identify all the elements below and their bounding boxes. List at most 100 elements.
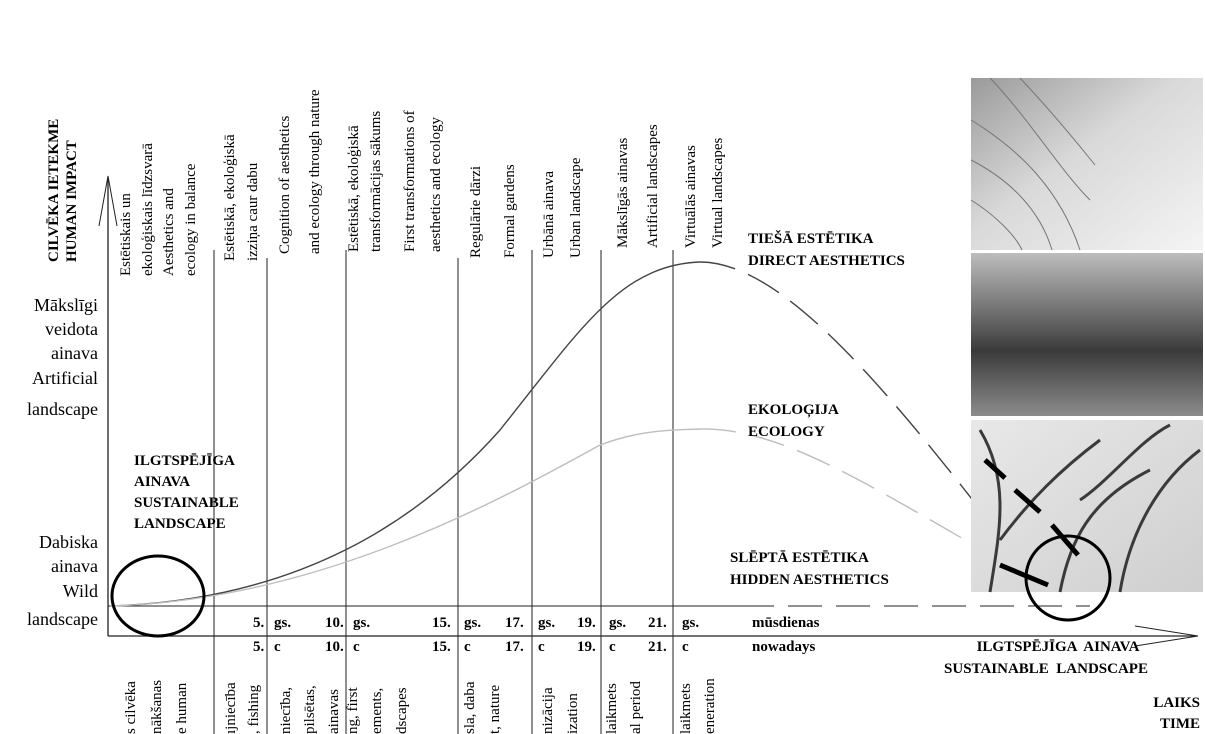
sustainable-start-4: LANDSCAPE (134, 516, 226, 532)
x-axis-label-en: TIME (1160, 716, 1200, 732)
era-bottom-2-l1: ıjniecība (223, 682, 239, 734)
era-bottom-6-l1: nizācija (540, 687, 556, 734)
hidden-label-lv: SLĒPTĀ ESTĒTIKA (730, 550, 869, 566)
era-top-3-l1: Estētiskā, ekoloģiskā (346, 125, 362, 252)
era-top-4-l2: Formal gardens (502, 164, 518, 258)
y-level-artificial-3: ainava (51, 343, 98, 363)
era-bottom-3-l3: ainavas (326, 689, 342, 734)
century-5-lv: gs. (609, 615, 626, 631)
dash-2 (1013, 488, 1042, 514)
ecology-curve-dashed (699, 428, 1001, 561)
direct-label-en: DIRECT AESTHETICS (748, 253, 905, 269)
era-bottom-7-l2: al period (628, 681, 644, 734)
era-top-1-l3: Aesthetics and (161, 188, 177, 276)
era-bottom-7-l1: laikmets (604, 683, 620, 734)
dash-3 (1050, 523, 1080, 557)
era-bottom-6-l2: ization (565, 693, 581, 734)
curve-labels: TIEŠĀ ESTĒTIKA DIRECT AESTHETICS EKOLOĢI… (730, 230, 905, 588)
era-top-3-l3: First transformations of (402, 110, 418, 252)
era-bottom-4-l3: dscapes (394, 687, 410, 734)
y-level-artificial-4: Artificial (32, 368, 98, 388)
direct-label-lv: TIEŠĀ ESTĒTIKA (748, 230, 874, 247)
era-labels-top: Estētiskais un ekoloģiskais līdzsvarā Ae… (118, 89, 726, 276)
x-axis-arrow (1134, 625, 1199, 647)
era-bottom-1-l3: e human (174, 682, 190, 734)
present-lv: mūsdienas (752, 615, 820, 631)
century-1-lv: gs. (274, 615, 291, 631)
y-level-wild-3: Wild (63, 581, 98, 601)
era-top-1-l2: ekoloģiskais līdzsvarā (140, 143, 156, 276)
era-top-5-l1: Urbānā ainava (541, 171, 557, 258)
era-labels-bottom: s cilvēka nākšanas e human ıjniecība , f… (123, 678, 718, 734)
century-3-en: c (464, 639, 471, 655)
era-top-4: Regulārie dārzi Formal gardens (468, 164, 518, 258)
era-top-2-l2: izziņa caur dabu (245, 162, 261, 261)
y-axis-label-lv: CILVĒKA IETEKME (46, 119, 62, 262)
era-bottom-8-l1: laikmets (678, 683, 694, 734)
era-bottom-5-l2: t, nature (487, 685, 503, 734)
century-1-num: 5. (253, 615, 265, 631)
sustainable-end-en: SUSTAINABLE LANDSCAPE (944, 661, 1148, 677)
era-bottom-1-l2: nākšanas (149, 680, 165, 734)
sustainable-end-label: ILGTSPĒJĪGA AINAVA SUSTAINABLE LANDSCAPE (944, 639, 1148, 677)
era-dividers (213, 250, 674, 734)
photo-trees (971, 253, 1203, 416)
century-3-num-b: 15. (432, 639, 451, 655)
century-2-num-b: 10. (325, 639, 344, 655)
century-3-num: 15. (432, 615, 451, 631)
photo-snow-branches (978, 423, 1201, 593)
era-top-6: Mākslīgās ainavas Artificial landscapes (615, 124, 661, 248)
y-level-artificial-5: landscape (27, 399, 98, 419)
era-top-4-l1: Regulārie dārzi (468, 166, 484, 258)
era-top-2: Estētiskā, ekoloģiskā izziņa caur dabu C… (222, 89, 323, 261)
y-level-wild-4: landscape (27, 609, 98, 629)
era-top-6-l1: Mākslīgās ainavas (615, 137, 631, 248)
era-top-2-l4: and ecology through nature (307, 89, 323, 254)
direct-aesthetics-curve (109, 261, 701, 607)
era-bottom-4-l1: ng, first (345, 687, 361, 734)
sustainable-start-2: AINAVA (134, 474, 190, 490)
century-4-num: 17. (505, 615, 524, 631)
century-1-en: c (274, 639, 281, 655)
ecology-label-lv: EKOLOĢIJA (748, 402, 839, 418)
century-1-num-b: 5. (253, 639, 265, 655)
present-en: nowadays (752, 639, 816, 655)
y-level-artificial: Mākslīgi veidota ainava Artificial lands… (27, 295, 98, 419)
century-5-num: 19. (577, 615, 596, 631)
era-bottom-2-l2: , fishing (246, 684, 262, 734)
century-5-en: c (609, 639, 616, 655)
dash-1 (983, 458, 1007, 480)
sustainable-start-label: ILGTSPĒJĪGA AINAVA SUSTAINABLE LANDSCAPE (134, 453, 239, 532)
photo-building-lattice (970, 77, 1096, 251)
y-level-artificial-1: Mākslīgi (34, 295, 98, 315)
era-top-3-l4: aesthetics and ecology (428, 117, 444, 252)
century-2-lv: gs. (353, 615, 370, 631)
y-axis-label: CILVĒKA IETEKME HUMAN IMPACT (46, 119, 80, 262)
era-top-2-l1: Estētiskā, ekoloģiskā (222, 134, 238, 261)
photo-column (970, 77, 1203, 593)
ecology-label-en: ECOLOGY (748, 424, 825, 440)
era-top-7-l1: Virtuālās ainavas (683, 145, 699, 248)
era-top-5-l2: Urban landscape (568, 157, 584, 258)
century-2-en: c (353, 639, 360, 655)
century-6-num-b: 21. (648, 639, 667, 655)
era-bottom-8-l2: eneration (702, 678, 718, 734)
era-top-1-l1: Estētiskais un (118, 193, 134, 276)
y-axis-label-en: HUMAN IMPACT (64, 140, 80, 262)
sustainable-start-3: SUSTAINABLE (134, 495, 239, 511)
y-axis-arrow (98, 175, 118, 227)
y-level-artificial-2: veidota (45, 319, 98, 339)
century-4-lv: gs. (538, 615, 555, 631)
era-top-5: Urbānā ainava Urban landscape (541, 157, 584, 258)
era-bottom-5-l1: sla, daba (462, 681, 478, 734)
direct-aesthetics-curve-dashed (699, 261, 1001, 536)
y-level-wild-1: Dabiska (39, 532, 98, 552)
century-labels: 5. gs. 5. c 10. gs. 10. c 15. gs. 15. c … (253, 615, 820, 655)
sustainable-start-1: ILGTSPĒJĪGA (134, 453, 235, 469)
century-6-en: c (682, 639, 689, 655)
era-bottom-3-l1: niecība, (278, 687, 294, 734)
century-6-lv: gs. (682, 615, 699, 631)
dash-4 (999, 562, 1049, 588)
century-3-lv: gs. (464, 615, 481, 631)
era-top-3: Estētiskā, ekoloģiskā transformācijas sā… (346, 110, 444, 252)
